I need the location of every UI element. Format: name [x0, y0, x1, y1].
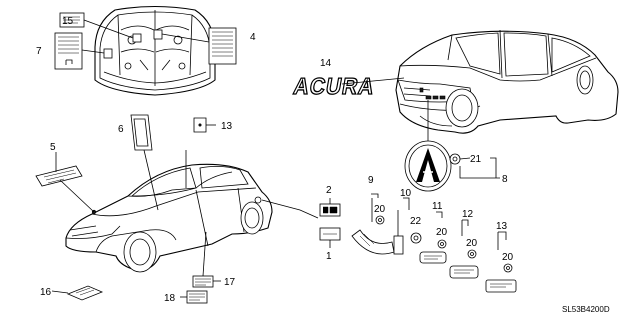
part-5-label-sticker — [35, 152, 95, 213]
car-rear-view-drawing — [395, 29, 619, 142]
callout-7: 7 — [36, 46, 42, 57]
part-9-emblem — [351, 193, 395, 255]
callout-20-a: 20 — [374, 204, 386, 215]
part-12-emblem — [449, 219, 479, 279]
part-17-label-sticker — [51, 285, 104, 301]
part-16-label-sticker — [59, 12, 134, 39]
callout-20-d: 20 — [502, 252, 514, 263]
callout-17: 16 — [40, 287, 52, 298]
callout-bracket-8 — [459, 157, 500, 179]
callout-1: 1 — [326, 251, 332, 262]
part-7-label-sticker — [54, 32, 105, 70]
part-19-label-sticker — [180, 290, 208, 304]
leader-18 — [202, 231, 207, 277]
callout-6: 6 — [118, 124, 124, 135]
part-13-emblem — [485, 231, 517, 293]
hood-underside-drawing — [94, 5, 216, 96]
drawing-code: SL53B4200D — [562, 305, 610, 314]
callout-21: 21 — [470, 154, 482, 165]
callout-11: 11 — [432, 201, 443, 212]
car-front-view-drawing — [65, 150, 319, 273]
callout-19: 18 — [164, 293, 176, 304]
callout-22: 22 — [410, 216, 422, 227]
part-10-emblem — [393, 197, 422, 255]
callout-13: 13 — [496, 221, 508, 232]
callout-10: 10 — [400, 188, 412, 199]
callout-2: 2 — [326, 185, 332, 196]
callout-18: 17 — [224, 277, 236, 288]
callout-12: 12 — [462, 209, 474, 220]
part-6-label-sticker — [130, 114, 159, 211]
part-1-emblem — [319, 227, 341, 248]
part-4-label-sticker — [161, 27, 237, 65]
part-15-label-sticker — [193, 117, 216, 133]
part-14-acura-emblem: ACURA — [291, 72, 405, 100]
part-21-clip — [449, 153, 471, 165]
callout-4: 4 — [250, 32, 256, 43]
callout-20-b: 20 — [436, 227, 448, 238]
part-2-emblem — [319, 198, 341, 217]
callout-15: 13 — [221, 121, 233, 132]
callout-14: 14 — [320, 58, 332, 69]
callout-16: 15 — [62, 16, 74, 27]
part-18-label-sticker — [192, 275, 221, 288]
part-11-emblem — [419, 211, 447, 264]
callout-9: 9 — [368, 175, 374, 186]
callout-5: 5 — [50, 142, 56, 153]
acura-emblem-text: ACURA — [292, 73, 377, 99]
callout-20-c: 20 — [466, 238, 478, 249]
callout-8: 8 — [502, 174, 508, 185]
part-8-round-emblem — [404, 140, 452, 192]
